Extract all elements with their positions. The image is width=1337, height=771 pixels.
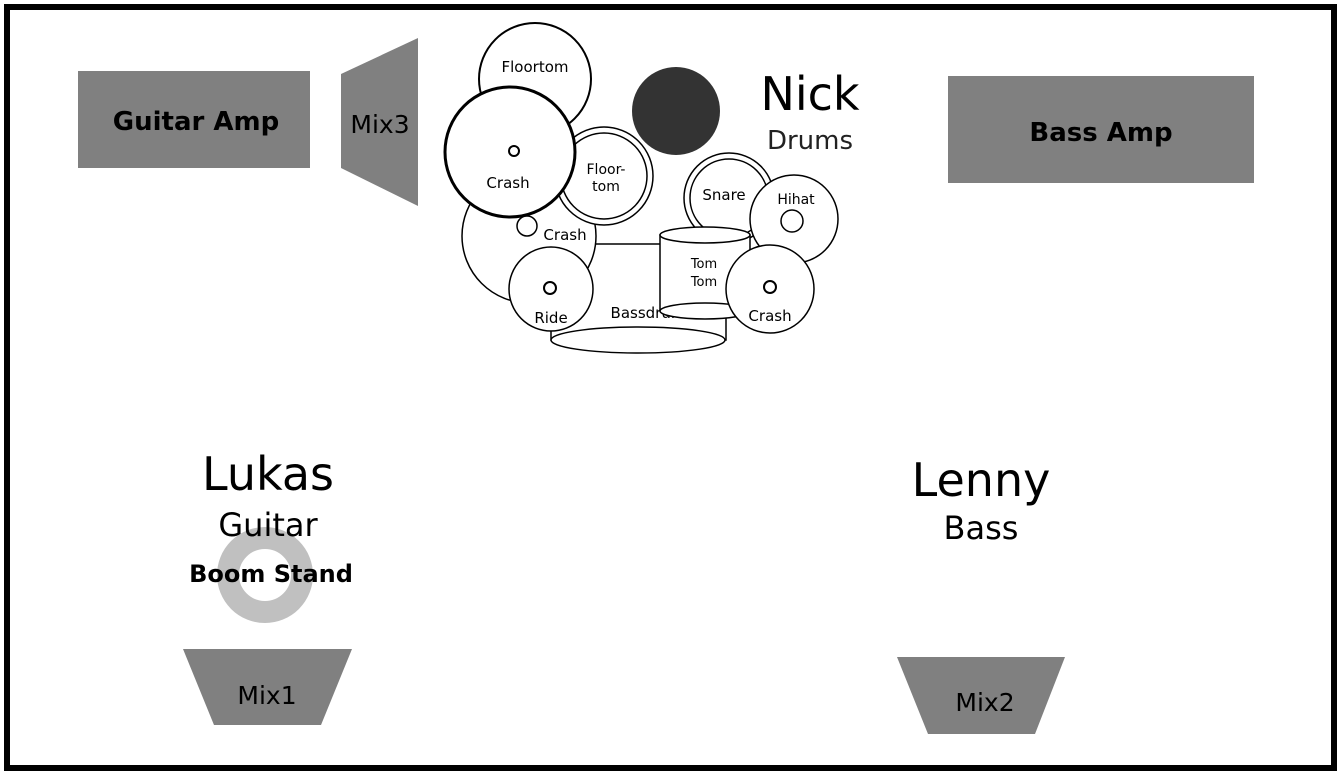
monitor-mix3-wedge: [341, 38, 418, 206]
monitor-mix2: Mix2: [897, 657, 1065, 734]
hihat-bell: [780, 209, 804, 233]
stage-border: [4, 4, 1337, 771]
ride: Ride: [508, 246, 594, 332]
crash-right-bell: [763, 280, 777, 294]
monitor-mix1-label: Mix1: [237, 681, 296, 710]
monitor-mix2-label: Mix2: [955, 688, 1014, 717]
ride-label: Ride: [534, 309, 567, 327]
crash-left-label: Crash: [486, 174, 529, 192]
tomtom-top-head: [659, 226, 751, 244]
floortom-mid-label-1: Floor-: [587, 162, 626, 178]
guitar-amp: Guitar Amp: [78, 71, 310, 168]
guitar-amp-label: Guitar Amp: [113, 107, 279, 137]
crash-lower-left-bell: [516, 215, 538, 237]
monitor-mix1-wedge: [183, 649, 352, 725]
bassdrum-head: [550, 326, 726, 354]
player-lukas: Lukas Guitar: [202, 447, 334, 544]
guitar-amp-box: [78, 71, 310, 168]
floortom-top-label: Floortom: [502, 58, 569, 76]
bass-amp-box: [948, 76, 1254, 183]
tomtom: Tom Tom: [659, 226, 751, 320]
ride-bell: [543, 281, 557, 295]
monitor-mix3-label: Mix3: [350, 110, 409, 139]
player-name: Nick: [760, 67, 859, 121]
crash-left: Crash: [443, 85, 577, 219]
monitor-mix1: Mix1: [183, 649, 352, 725]
crash-right-label: Crash: [748, 307, 791, 325]
bass-amp-label: Bass Amp: [1029, 118, 1172, 148]
boom-stand-ring: [217, 527, 313, 623]
drum-throne: [632, 67, 720, 155]
boom-stand: Boom Stand: [189, 527, 353, 623]
crash-left-bell: [508, 145, 520, 157]
floortom-mid-label-2: tom: [592, 179, 620, 195]
player-name: Lukas: [202, 447, 334, 501]
tomtom-label-1: Tom: [690, 257, 717, 272]
player-instrument: Guitar: [218, 506, 318, 544]
monitor-mix3: Mix3: [341, 38, 418, 206]
crash-lower-left-label: Crash: [543, 226, 586, 244]
player-instrument: Bass: [944, 509, 1019, 547]
crash-right: Crash: [725, 244, 815, 334]
player-instrument: Drums: [767, 126, 853, 156]
monitor-mix2-wedge: [897, 657, 1065, 734]
tomtom-label-2: Tom: [690, 275, 717, 290]
drum-kit: Bassdrum Crash Floortom Floor- tom: [443, 22, 839, 354]
hihat-label: Hihat: [777, 192, 815, 208]
snare-label: Snare: [702, 186, 745, 204]
player-lenny: Lenny Bass: [912, 453, 1051, 547]
boom-stand-label: Boom Stand: [189, 560, 353, 588]
floortom-mid: Floor- tom: [554, 126, 654, 226]
player-nick: Nick Drums: [760, 67, 859, 156]
hihat: Hihat: [749, 174, 839, 264]
player-name: Lenny: [912, 453, 1051, 507]
bass-amp: Bass Amp: [948, 76, 1254, 183]
